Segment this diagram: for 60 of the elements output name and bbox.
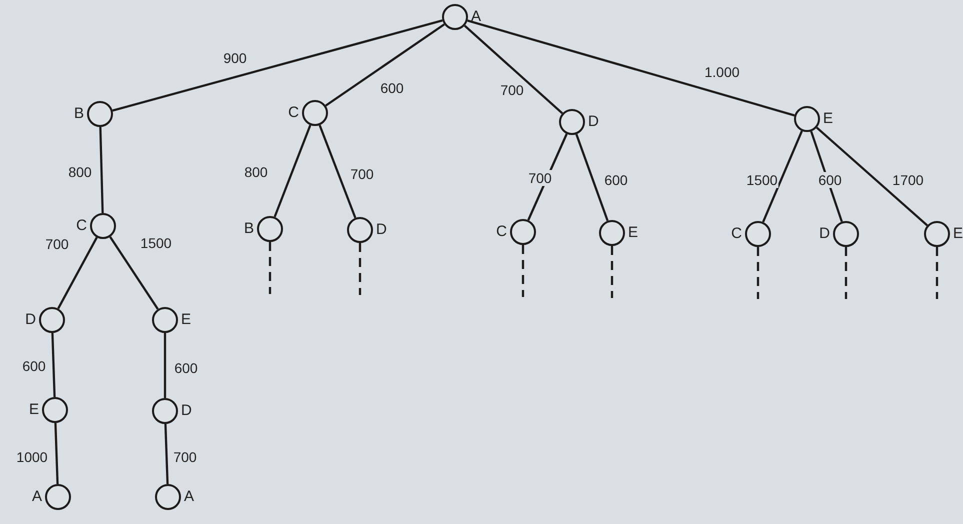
tree-line <box>762 130 803 222</box>
node-label: C <box>731 225 742 242</box>
edge-label: 700 <box>527 170 553 186</box>
edge-label: 1000 <box>15 449 49 465</box>
node-label: C <box>288 104 299 121</box>
edge-label: 600 <box>379 80 405 96</box>
tree-line <box>51 332 56 398</box>
dashed-line <box>522 245 524 297</box>
node-label: E <box>181 311 192 328</box>
tree-line <box>99 126 104 214</box>
edge-label: 1500 <box>139 235 173 251</box>
edge-label: 700 <box>172 449 198 465</box>
dashed-line <box>610 246 614 298</box>
edge-label: 900 <box>222 50 248 66</box>
node-label: A <box>32 488 42 505</box>
dashed-line <box>268 242 272 294</box>
node-label: E <box>28 401 39 418</box>
node-label: A <box>184 488 194 505</box>
tree-line <box>112 19 443 112</box>
node-label: B <box>244 220 254 237</box>
tree-line <box>274 124 312 218</box>
edge-label: 700 <box>499 82 525 98</box>
edge-label: 700 <box>44 236 70 252</box>
tree-line <box>464 24 564 114</box>
dashed-line <box>756 247 760 299</box>
edge-label: 800 <box>243 164 269 180</box>
node-label: B <box>74 105 84 122</box>
node-label: A <box>471 8 482 25</box>
node-label: D <box>376 221 387 238</box>
node-label: D <box>181 402 192 419</box>
edge-label: 600 <box>603 172 629 188</box>
node-label: E <box>628 224 638 241</box>
edge-label: 600 <box>21 358 47 374</box>
node-label: E <box>823 110 834 127</box>
tree-line <box>54 422 59 484</box>
tree-line <box>467 20 795 116</box>
edge-label: 1500 <box>745 172 779 188</box>
node-label: E <box>953 225 963 242</box>
tree-line <box>57 236 98 310</box>
tree-line <box>816 126 928 226</box>
node-label: C <box>76 217 87 234</box>
tree-line <box>164 333 166 398</box>
edge-label: 800 <box>67 164 93 180</box>
tree-line <box>318 124 356 218</box>
edge-label: 600 <box>173 360 199 376</box>
dashed-line <box>358 243 362 295</box>
edge-label: 600 <box>817 172 843 188</box>
edge-label: 700 <box>349 166 375 182</box>
node-label: D <box>588 113 599 130</box>
tree-line <box>325 23 445 107</box>
dashed-line <box>936 247 938 299</box>
node-label: D <box>25 311 36 328</box>
node-label: C <box>496 223 507 240</box>
tree-line <box>575 134 609 222</box>
edge-label: 1700 <box>891 172 925 188</box>
tree-line <box>164 424 169 484</box>
dashed-line <box>844 247 848 299</box>
tree-line <box>109 236 159 310</box>
node-label: D <box>819 225 830 242</box>
edge-label: 1.000 <box>703 64 741 80</box>
